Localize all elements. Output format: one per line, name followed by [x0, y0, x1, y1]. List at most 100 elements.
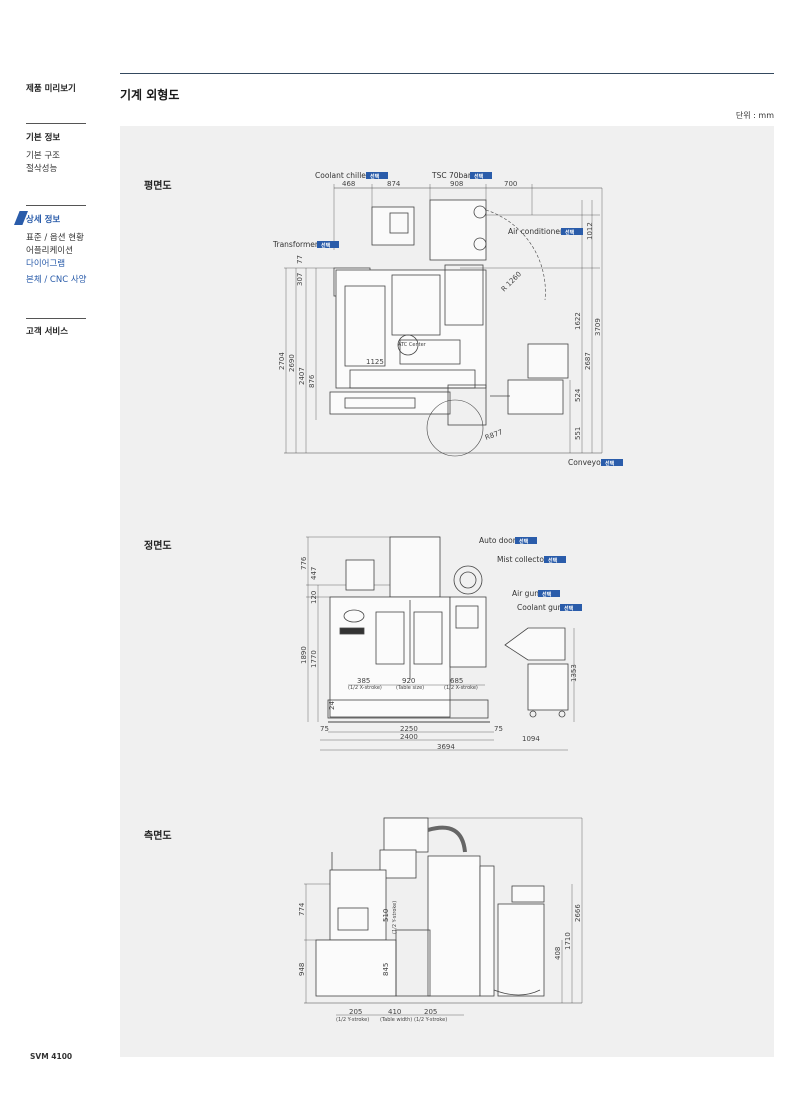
svg-text:1890: 1890 [300, 646, 308, 664]
nav-customer-service[interactable]: 고객 서비스 [26, 327, 69, 337]
option-badge: 선택 [538, 590, 560, 598]
svg-text:선택: 선택 [564, 605, 574, 612]
svg-text:2704: 2704 [278, 352, 286, 370]
svg-text:1710: 1710 [564, 932, 572, 950]
svg-text:(1/2 X-stroke): (1/2 X-stroke) [444, 685, 478, 691]
svg-text:700: 700 [504, 180, 517, 188]
svg-text:(1/2 X-stroke): (1/2 X-stroke) [348, 685, 382, 691]
svg-text:385: 385 [357, 677, 370, 685]
svg-text:2666: 2666 [574, 904, 582, 922]
option-badge: 선택 [317, 241, 339, 249]
svg-text:선택: 선택 [605, 460, 615, 467]
nav-product-preview[interactable]: 제품 미리보기 [26, 84, 76, 94]
svg-text:408: 408 [554, 947, 562, 960]
nav-detail-info[interactable]: 상세 정보 [26, 215, 61, 225]
option-badge: 선택 [560, 604, 582, 612]
nav-body-cnc[interactable]: 본체 / CNC 사양 [26, 275, 87, 285]
callout-air-gun: Air gun [512, 589, 539, 598]
svg-text:24: 24 [328, 701, 336, 710]
svg-text:1012: 1012 [586, 222, 594, 240]
header-rule [120, 73, 774, 74]
svg-text:920: 920 [402, 677, 415, 685]
svg-text:1094: 1094 [522, 735, 540, 743]
nav-cutting-performance[interactable]: 절삭성능 [26, 164, 58, 174]
svg-text:685: 685 [450, 677, 463, 685]
svg-text:1353: 1353 [570, 664, 578, 682]
svg-text:선택: 선택 [519, 538, 529, 545]
svg-text:524: 524 [574, 388, 582, 402]
svg-text:(1/2 Y-stroke): (1/2 Y-stroke) [392, 901, 398, 934]
label-atc-center: ATC Center [398, 342, 427, 348]
option-badge: 선택 [470, 172, 492, 180]
page-title: 기계 외형도 [120, 88, 180, 102]
svg-text:(Table width): (Table width) [380, 1017, 412, 1023]
svg-text:선택: 선택 [542, 591, 552, 598]
svg-text:908: 908 [450, 180, 463, 188]
nav-diagram[interactable]: 다이어그램 [26, 259, 66, 269]
svg-text:2690: 2690 [288, 354, 296, 372]
side-view-label: 측면도 [144, 831, 172, 842]
svg-text:1770: 1770 [310, 650, 318, 668]
svg-text:(1/2 Y-stroke): (1/2 Y-stroke) [414, 1017, 447, 1023]
option-badge: 선택 [515, 537, 537, 545]
callout-auto-door: Auto door [479, 536, 517, 545]
svg-text:2687: 2687 [584, 352, 592, 370]
svg-text:948: 948 [298, 963, 306, 976]
option-badge: 선택 [601, 459, 623, 467]
front-view-label: 정면도 [144, 541, 172, 552]
callout-tsc: TSC 70bar [431, 171, 472, 180]
option-badge: 선택 [366, 172, 388, 180]
model-name: SVM 4100 [30, 1052, 73, 1061]
svg-text:선택: 선택 [321, 242, 331, 249]
callout-mist-collector: Mist collector [497, 555, 548, 564]
svg-text:2250: 2250 [400, 725, 418, 733]
svg-text:307: 307 [296, 273, 304, 286]
svg-text:75: 75 [494, 725, 503, 733]
svg-text:선택: 선택 [370, 173, 380, 180]
nav-divider [26, 205, 86, 206]
callout-transformer: Transformer [272, 240, 319, 249]
svg-text:1125: 1125 [366, 358, 384, 366]
svg-text:선택: 선택 [474, 173, 484, 180]
callout-coolant-chiller: Coolant chiller [315, 171, 370, 180]
svg-text:468: 468 [342, 180, 355, 188]
svg-text:120: 120 [310, 591, 318, 604]
nav-divider [26, 318, 86, 319]
svg-text:(1/2 Y-stroke): (1/2 Y-stroke) [336, 1017, 369, 1023]
nav-std-option[interactable]: 표준 / 옵션 현황 [26, 233, 84, 243]
nav-basic-structure[interactable]: 기본 구조 [26, 151, 60, 161]
plan-view-label: 평면도 [144, 181, 172, 192]
nav-basic-info[interactable]: 기본 정보 [26, 133, 61, 143]
callout-conveyor: Conveyor [568, 458, 605, 467]
svg-text:(Table size): (Table size) [396, 685, 424, 691]
callout-air-conditioner: Air conditioner [508, 227, 564, 236]
svg-text:75: 75 [320, 725, 329, 733]
svg-text:3709: 3709 [594, 318, 602, 336]
svg-text:776: 776 [300, 556, 308, 570]
svg-text:3694: 3694 [437, 743, 455, 751]
sidebar-nav: 제품 미리보기 기본 정보 기본 구조 절삭성능 상세 정보 표준 / 옵션 현… [0, 0, 100, 1114]
svg-text:774: 774 [298, 902, 306, 916]
option-badge: 선택 [561, 228, 583, 236]
svg-text:510: 510 [382, 909, 390, 922]
svg-text:선택: 선택 [565, 229, 575, 236]
callout-coolant-gun: Coolant gun [517, 603, 563, 612]
svg-text:876: 876 [308, 374, 316, 388]
svg-text:2400: 2400 [400, 733, 418, 741]
svg-text:447: 447 [310, 567, 318, 580]
nav-application[interactable]: 어플리케이션 [26, 246, 73, 256]
nav-divider [26, 123, 86, 124]
svg-text:77: 77 [296, 255, 304, 264]
svg-text:205: 205 [349, 1008, 362, 1016]
svg-text:551: 551 [574, 427, 582, 440]
svg-text:874: 874 [387, 180, 401, 188]
svg-text:205: 205 [424, 1008, 437, 1016]
svg-text:2407: 2407 [298, 367, 306, 385]
svg-text:선택: 선택 [548, 557, 558, 564]
svg-text:1622: 1622 [574, 312, 582, 330]
svg-text:845: 845 [382, 963, 390, 976]
unit-note: 단위 : mm [735, 111, 774, 120]
